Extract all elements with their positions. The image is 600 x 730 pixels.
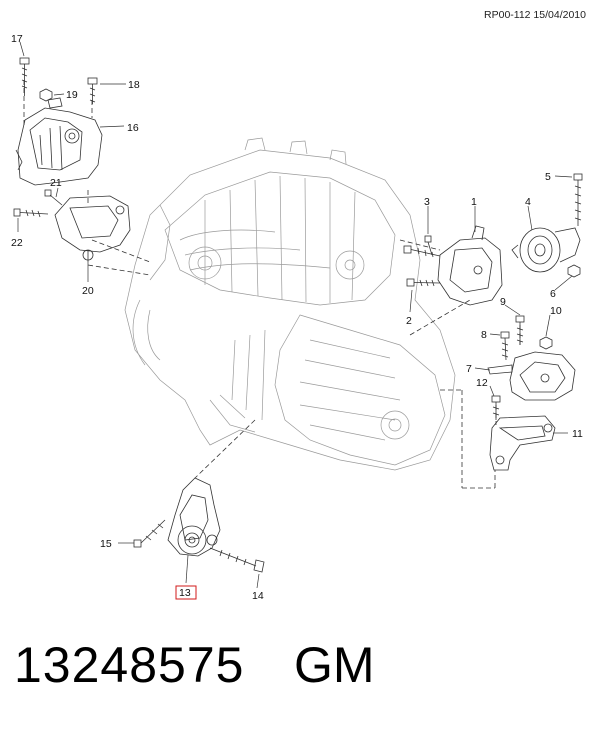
bolt-3 — [403, 235, 441, 258]
assembly-guide-lines — [23, 80, 521, 489]
callout-16: 16 — [127, 122, 139, 134]
callout-7: 7 — [466, 363, 472, 375]
callout-6: 6 — [550, 288, 556, 300]
callout-1: 1 — [471, 196, 477, 208]
bolt-2 — [406, 278, 441, 287]
bolt-12 — [491, 395, 501, 420]
bolt-9 — [515, 315, 525, 345]
callout-2: 2 — [406, 315, 412, 327]
leader-lines — [17, 41, 573, 589]
round-mount — [511, 227, 581, 273]
nut-10 — [539, 336, 553, 350]
callout-17: 17 — [11, 33, 23, 45]
bolt-22 — [13, 208, 49, 218]
callout-21: 21 — [50, 177, 62, 189]
callout-4: 4 — [525, 196, 531, 208]
engine-mount-exploded-diagram: 17 18 19 16 21 22 20 3 1 4 5 6 2 9 10 8 … — [11, 33, 583, 602]
callout-14: 14 — [252, 590, 264, 602]
engine-assembly — [124, 137, 456, 471]
brand-name: GM — [294, 637, 375, 693]
callout-19: 19 — [66, 89, 78, 101]
bolt-21 — [44, 189, 63, 206]
callout-15: 15 — [100, 538, 112, 550]
bolt-5 — [573, 173, 583, 226]
lower-torque-mount — [167, 477, 221, 557]
upper-left-mount — [15, 97, 103, 186]
nut-19 — [39, 88, 53, 102]
bolt-14 — [209, 547, 265, 573]
callout-8: 8 — [481, 329, 487, 341]
right-mount-bracket — [437, 225, 503, 306]
callout-labels: 17 18 19 16 21 22 20 3 1 4 5 6 2 9 10 8 … — [11, 33, 583, 602]
left-bracket — [54, 195, 131, 262]
part-number: 13248575 — [14, 637, 245, 693]
bolt-15 — [133, 519, 166, 548]
callout-22: 22 — [11, 237, 23, 249]
callout-20: 20 — [82, 285, 94, 297]
nut-6 — [567, 264, 581, 278]
highlight-box-13 — [175, 585, 197, 600]
callout-11: 11 — [572, 428, 583, 440]
bolt-8 — [500, 331, 510, 361]
callout-18: 18 — [128, 79, 140, 91]
transmission-mount — [487, 351, 576, 401]
callout-3: 3 — [424, 196, 430, 208]
callout-10: 10 — [550, 305, 562, 317]
callout-5: 5 — [545, 171, 551, 183]
bolt-17 — [19, 57, 30, 96]
callout-13: 13 — [179, 587, 191, 599]
drawing-reference: RP00-112 15/04/2010 — [484, 9, 586, 21]
bolt-18 — [87, 77, 98, 104]
callout-9: 9 — [500, 296, 506, 308]
callout-12: 12 — [476, 377, 488, 389]
lower-right-bracket — [489, 415, 556, 471]
